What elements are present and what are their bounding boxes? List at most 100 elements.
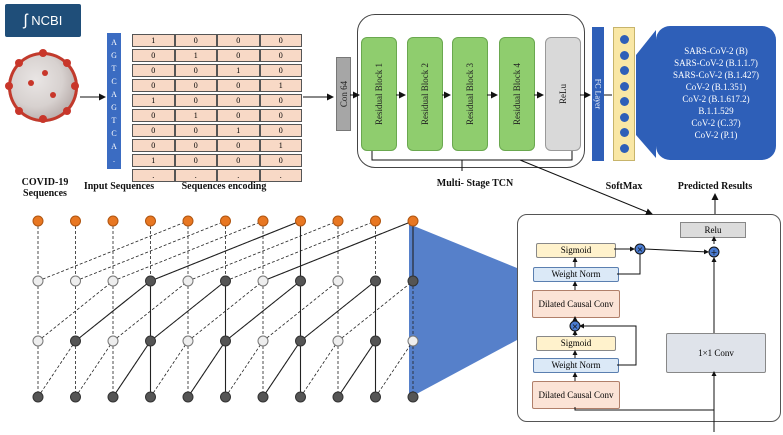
- input-node: [407, 391, 419, 403]
- hidden-node: [407, 335, 419, 347]
- softmax-caption: SoftMax: [605, 181, 643, 192]
- input-node: [295, 391, 306, 403]
- hidden-node: [407, 275, 419, 287]
- sequence-letter: T: [111, 116, 117, 125]
- encoding-cell: 0: [174, 94, 217, 107]
- encoding-cell: 1: [259, 79, 302, 92]
- softmax-node: [620, 35, 629, 44]
- encoding-cell: 0: [259, 34, 302, 47]
- hidden-node: [332, 335, 344, 347]
- encoding-cell: 0: [174, 79, 217, 92]
- output-node: [295, 215, 306, 227]
- softmax-column: [613, 27, 635, 161]
- output-node: [70, 215, 81, 227]
- result-item: SARS-CoV-2 (B): [684, 45, 748, 56]
- encoding-cell: 1: [132, 154, 175, 167]
- virus-icon: [5, 49, 79, 123]
- graph-edge-solid: [112, 340, 151, 398]
- encoding-cell: 0: [217, 154, 260, 167]
- output-node: [145, 215, 156, 227]
- encoding-cell: .: [132, 169, 175, 182]
- graph-edge-solid: [337, 340, 376, 398]
- encoding-cell: 0: [132, 49, 175, 62]
- softmax-node: [620, 50, 629, 60]
- results-connector: [636, 30, 656, 158]
- encoding-cell: 0: [132, 79, 175, 92]
- graph-edge-dashed: [300, 340, 339, 398]
- hidden-node: [70, 335, 81, 347]
- hidden-node: [220, 335, 231, 347]
- encoding-cell: 0: [259, 49, 302, 62]
- encoding-cell: 1: [174, 109, 217, 122]
- input-node: [32, 391, 44, 403]
- hidden-node: [370, 275, 381, 287]
- detail-connections: [572, 236, 717, 432]
- output-node: [257, 215, 269, 227]
- graph-edge-solid: [150, 280, 226, 342]
- input-node: [370, 391, 381, 403]
- svg-text:×: ×: [637, 245, 644, 254]
- residual-block-3: Residual Block 3: [452, 37, 488, 151]
- hidden-node: [257, 335, 269, 347]
- input-node: [107, 391, 119, 403]
- detail-dilated-conv-top: Dilated Causal Conv: [532, 290, 620, 318]
- relu-block: ReLu: [545, 37, 581, 151]
- covid-caption: COVID-19 Sequences: [21, 177, 69, 199]
- graph-edge-solid: [225, 280, 301, 342]
- output-node: [32, 215, 44, 227]
- encoding-cell: 0: [217, 79, 260, 92]
- hidden-node: [145, 275, 156, 287]
- detail-dilated-conv-bottom: Dilated Causal Conv: [532, 381, 620, 409]
- encoding-cell: 0: [174, 124, 217, 137]
- encoding-cell: 0: [217, 49, 260, 62]
- dilated-conv-graph: [32, 215, 419, 403]
- result-item: B.1.1.529: [698, 105, 734, 116]
- graph-edge-dashed: [37, 220, 189, 282]
- graph-edge-solid: [187, 340, 226, 398]
- hidden-node: [32, 275, 44, 287]
- graph-edge-dashed: [187, 280, 264, 342]
- encoding-cell: 1: [174, 49, 217, 62]
- result-item: CoV-2 (B.1.617.2): [682, 93, 750, 104]
- encoding-cell: 0: [174, 139, 217, 152]
- encoding-cell: 0: [174, 34, 217, 47]
- graph-edge-dashed: [112, 280, 189, 342]
- encoding-cell: 1: [259, 139, 302, 152]
- encoding-cell: 1: [217, 124, 260, 137]
- softmax-node: [620, 128, 629, 137]
- hidden-node: [107, 335, 119, 347]
- encoding-cell: 1: [132, 34, 175, 47]
- hidden-node: [182, 275, 194, 287]
- encoding-cell: 0: [217, 94, 260, 107]
- input-node: [332, 391, 344, 403]
- multiply-node-icon: ×: [634, 243, 646, 255]
- encoding-row: ....: [132, 169, 302, 182]
- output-node: [182, 215, 194, 227]
- sequence-letter: A: [111, 38, 117, 47]
- encoding-cell: .: [174, 169, 217, 182]
- encoding-cell: 0: [259, 154, 302, 167]
- pipeline-arrows: [80, 91, 719, 215]
- result-item: CoV-2 (C.37): [691, 117, 741, 128]
- graph-edge-dashed: [262, 280, 339, 342]
- output-node: [370, 215, 381, 227]
- svg-text:×: ×: [572, 322, 579, 331]
- encoding-cell: 0: [217, 34, 260, 47]
- sequence-letter: A: [111, 142, 117, 151]
- input-node: [257, 391, 269, 403]
- hidden-node: [107, 275, 119, 287]
- add-node-icon: +: [708, 246, 720, 258]
- encoding-cell: 0: [259, 109, 302, 122]
- encoding-cell: 0: [132, 64, 175, 77]
- encoding-cell: 0: [132, 109, 175, 122]
- input-node: [182, 391, 194, 403]
- softmax-node: [620, 66, 629, 75]
